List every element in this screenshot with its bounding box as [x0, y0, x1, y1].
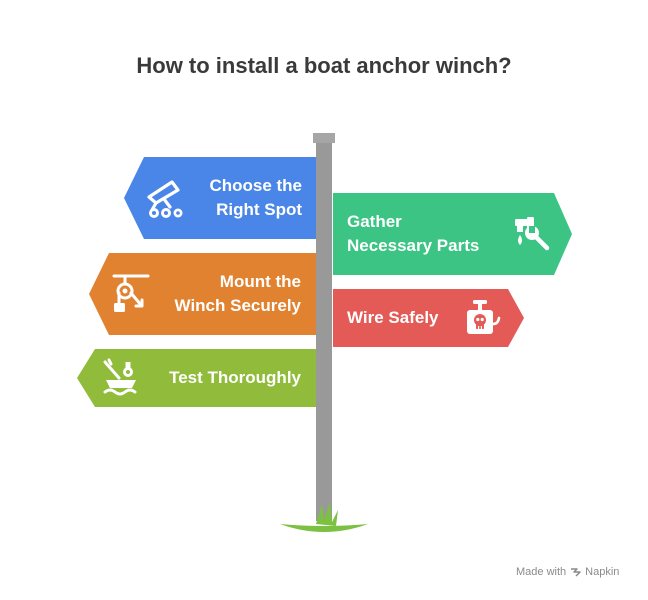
- sign-choose-right-spot: Choose the Right Spot: [124, 157, 316, 239]
- sign-wire-line1: Wire Safely: [347, 308, 439, 327]
- sign-arrow-left: [89, 253, 316, 335]
- sign-gather-line1: Gather: [347, 212, 402, 231]
- sign-test-label: Test Thoroughly: [147, 353, 301, 403]
- sign-wire-label: Wire Safely: [347, 293, 457, 343]
- sign-test-thoroughly: Test Thoroughly: [77, 349, 316, 407]
- sign-test-line1: Test Thoroughly: [169, 368, 301, 387]
- sign-mount-line1: Mount the: [219, 272, 301, 291]
- sign-mount-label: Mount the Winch Securely: [159, 269, 301, 319]
- napkin-logo-icon: [571, 568, 581, 577]
- napkin-watermark[interactable]: Made with Napkin: [516, 566, 619, 578]
- detonator-icon: [463, 298, 503, 343]
- cannon-icon: [144, 177, 184, 224]
- pulley-icon: [111, 271, 151, 322]
- grass-base: [280, 502, 368, 532]
- sign-arrow-left: [77, 349, 316, 407]
- sign-arrow-right: [333, 193, 572, 275]
- page-title: How to install a boat anchor winch?: [136, 53, 512, 78]
- sign-arrow-left: [124, 157, 316, 239]
- sign-gather-label: Gather Necessary Parts: [347, 209, 507, 259]
- signpost-cap: [313, 133, 335, 143]
- sign-choose-line2: Right Spot: [216, 200, 302, 219]
- faucet-wrench-icon: [513, 215, 553, 258]
- sign-choose-line1: Choose the: [209, 176, 302, 195]
- sign-gather-necessary-parts: Gather Necessary Parts: [333, 193, 572, 275]
- sign-mount-line2: Winch Securely: [174, 296, 301, 315]
- watermark-brand: Napkin: [585, 566, 620, 578]
- sign-choose-label: Choose the Right Spot: [190, 173, 302, 223]
- watermark-prefix: Made with: [516, 566, 567, 578]
- sign-gather-line2: Necessary Parts: [347, 236, 480, 255]
- sign-mount-winch: Mount the Winch Securely: [89, 253, 316, 335]
- boat-anchor-icon: [101, 356, 141, 405]
- sign-wire-safely: Wire Safely: [333, 289, 524, 347]
- signpost-pole: [316, 143, 332, 521]
